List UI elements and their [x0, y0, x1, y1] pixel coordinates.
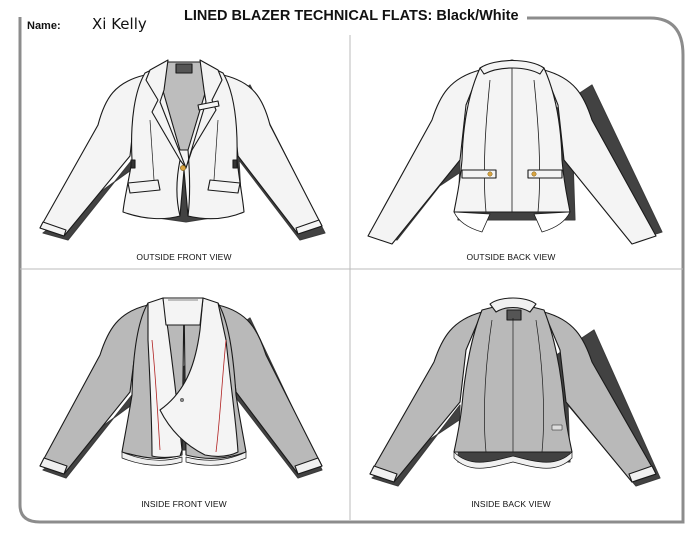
- caption-inside-front: INSIDE FRONT VIEW: [141, 499, 227, 509]
- name-label: Name:: [27, 20, 61, 32]
- name-value: Xi Kelly: [92, 15, 147, 33]
- sheet-title: LINED BLAZER TECHNICAL FLATS: Black/Whit…: [176, 8, 527, 24]
- blazer-front-inside-drawing: [39, 297, 323, 479]
- blazer-back-inside-drawing: [369, 297, 661, 487]
- caption-outside-back: OUTSIDE BACK VIEW: [466, 252, 556, 262]
- caption-outside-front: OUTSIDE FRONT VIEW: [136, 252, 232, 262]
- blazer-back-outside-drawing: [367, 59, 663, 245]
- blazer-front-outside-drawing: [39, 59, 326, 241]
- outer-border: [18, 16, 685, 524]
- caption-inside-back: INSIDE BACK VIEW: [471, 499, 551, 509]
